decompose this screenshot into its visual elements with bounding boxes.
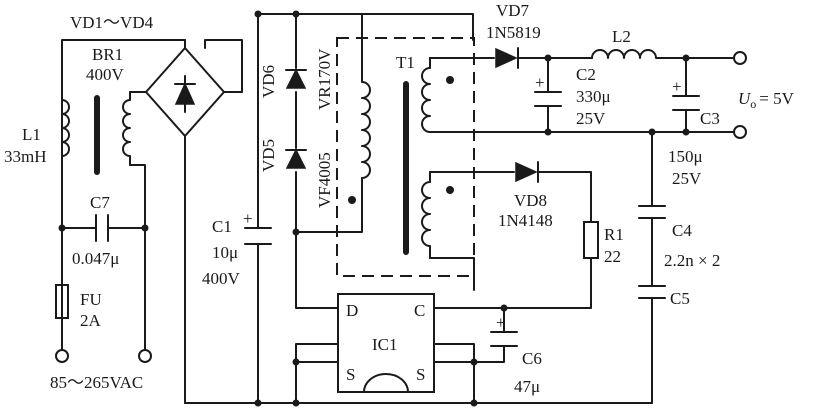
vd5-part-label: VF4005	[315, 152, 334, 208]
transformer-outline	[336, 37, 475, 277]
vd7-name-label: VD7	[496, 1, 530, 20]
vd8-triangle	[515, 161, 538, 183]
output-terminal-positive[interactable]	[733, 51, 747, 65]
c7-value-label: 0.047μ	[72, 249, 119, 268]
node-c2-bottom	[544, 128, 552, 136]
c4-value-label: 2.2n × 2	[664, 251, 720, 270]
vd7-part-label: 1N5819	[486, 23, 541, 42]
c1-value-label: 10μ	[212, 243, 238, 262]
t1-name-label: T1	[396, 53, 415, 72]
wire-r1-to-control	[439, 257, 592, 309]
node-c3-bottom	[682, 128, 690, 136]
wire-ic-s-left	[295, 343, 339, 363]
t1-secondary-coil	[421, 57, 431, 133]
fu-name-label: FU	[80, 290, 102, 309]
t1-bias-dot	[446, 186, 454, 194]
ic1-pin-c-label: C	[414, 301, 425, 320]
node-hv-rail	[254, 10, 262, 18]
t1-secondary-dot	[446, 76, 454, 84]
bridge-rating-label: 400V	[86, 65, 125, 84]
c2-polarity: +	[535, 73, 545, 92]
c3-polarity: +	[672, 77, 682, 96]
c3-rating-label: 25V	[672, 169, 702, 188]
vd8-name-label: VD8	[514, 191, 547, 210]
output-voltage-label: Uo= 5V	[738, 89, 795, 111]
input-terminal-right[interactable]	[138, 349, 152, 363]
c1-polarity: +	[243, 209, 253, 228]
wire-clamp-to-primary	[295, 219, 363, 233]
wire-input-top	[61, 39, 186, 229]
l2-coil	[591, 49, 735, 59]
c5-name-label: C5	[670, 289, 690, 308]
wire-l1-right-down	[129, 164, 146, 229]
l1-name-label: L1	[22, 125, 41, 144]
wire-ic-s-right	[433, 343, 475, 404]
l1-coil-left	[61, 94, 70, 161]
wire-vd8-to-r1	[537, 171, 592, 223]
bridge-name-label: BR1	[92, 45, 123, 64]
vd8-part-label: 1N4148	[498, 211, 553, 230]
wire-bridge-right-loop	[204, 39, 243, 93]
fu-value-label: 2A	[80, 311, 102, 330]
c2-name-label: C2	[576, 65, 596, 84]
r1-name-label: R1	[604, 225, 624, 244]
vd6-part-label: VR170V	[315, 48, 334, 110]
ic1-name-label: IC1	[372, 335, 398, 354]
c7-name-label: C7	[90, 193, 110, 212]
c2-rating-label: 25V	[576, 109, 606, 128]
input-voltage-label: 85～265VAC	[50, 373, 143, 392]
bridge-ref-label: VD1～VD4	[70, 13, 154, 32]
t1-bias-coil	[421, 171, 431, 259]
c3-value-label: 150μ	[668, 147, 703, 166]
wire-c6	[473, 307, 505, 363]
c6-value-label: 47μ	[514, 377, 540, 396]
vd6-name-label: VD6	[259, 65, 278, 98]
node-ic-s-left	[292, 358, 300, 366]
r1-value-label: 22	[604, 247, 621, 266]
l2-name-label: L2	[612, 27, 631, 46]
wire-bias-return	[429, 257, 475, 291]
ic1-pin-s1-label: S	[346, 365, 355, 384]
l1-coil-right	[122, 91, 131, 166]
c6-polarity: +	[496, 313, 506, 332]
output-terminal-negative[interactable]	[733, 125, 747, 139]
c6-name-label: C6	[522, 349, 542, 368]
t1-primary-dot	[348, 196, 356, 204]
ic1-pin-s2-label: S	[416, 365, 425, 384]
vd7-triangle	[495, 47, 518, 69]
r1-body	[583, 221, 599, 259]
c1-name-label: C1	[212, 217, 232, 236]
ic1-pin-d-label: D	[346, 301, 358, 320]
node-clamp-top	[292, 10, 300, 18]
l1-value-label: 33mH	[4, 147, 47, 166]
vd5-triangle	[285, 148, 307, 169]
node-ground-ic	[292, 399, 300, 407]
t1-primary-coil	[361, 13, 371, 221]
c4-name-label: C4	[672, 221, 692, 240]
vd5-name-label: VD5	[259, 139, 278, 172]
ic1-tab	[362, 373, 410, 393]
wire-hv-rail-top	[257, 13, 474, 41]
c3-name-label: C3	[700, 109, 720, 128]
wire-clamp-to-drain	[295, 231, 344, 309]
input-terminal-left[interactable]	[55, 349, 69, 363]
node-ground-c1	[254, 399, 262, 407]
node-ground-s	[470, 399, 478, 407]
c2-value-label: 330μ	[576, 87, 611, 106]
c1-rating-label: 400V	[202, 269, 241, 288]
vd6-triangle	[285, 68, 307, 89]
